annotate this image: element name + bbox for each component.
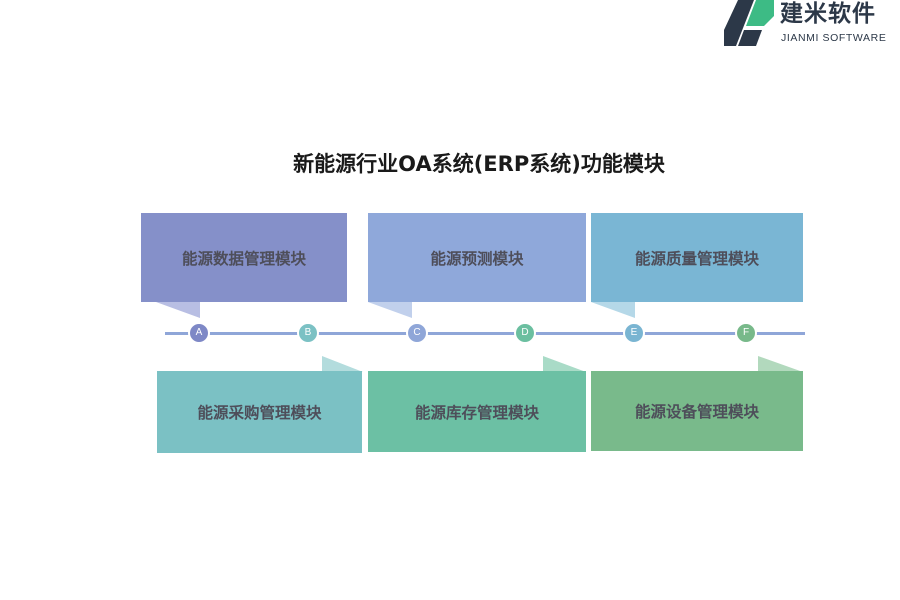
module-label-c: 能源预测模块: [430, 249, 524, 268]
module-label-b: 能源采购管理模块: [197, 404, 322, 422]
module-box-c: 能源预测模块: [368, 213, 586, 302]
diagram-title: 新能源行业OA系统(ERP系统)功能模块: [293, 152, 665, 176]
timeline-line: [165, 332, 805, 335]
timeline-marker-e: E: [623, 322, 645, 344]
marker-label-e: E: [630, 327, 638, 338]
brand-subtitle: JIANMI SOFTWARE: [781, 32, 887, 44]
jianmi-logo-icon: [724, 0, 774, 46]
marker-label-b: B: [304, 327, 312, 338]
module-label-f: 能源设备管理模块: [634, 403, 759, 421]
marker-label-d: D: [521, 327, 529, 338]
brand-name: 建米软件: [780, 1, 876, 27]
module-tail-d: [543, 356, 586, 372]
module-box-a: 能源数据管理模块: [141, 213, 347, 302]
module-tail-b: [322, 356, 363, 372]
module-box-d: 能源库存管理模块: [368, 371, 586, 452]
module-box-f: 能源设备管理模块: [591, 371, 803, 451]
marker-label-f: F: [742, 327, 750, 338]
module-label-e: 能源质量管理模块: [634, 249, 759, 268]
timeline-marker-d: D: [514, 322, 536, 344]
module-tail-f: [758, 356, 803, 372]
module-label-d: 能源库存管理模块: [414, 403, 539, 422]
module-box-e: 能源质量管理模块: [591, 213, 803, 302]
timeline-marker-a: A: [188, 322, 210, 344]
marker-label-a: A: [195, 327, 203, 338]
module-tail-a: [156, 302, 200, 318]
module-box-b: 能源采购管理模块: [157, 371, 362, 453]
timeline-marker-b: B: [297, 322, 319, 344]
brand-logo: 建米软件 JIANMI SOFTWARE: [724, 0, 900, 46]
marker-label-c: C: [413, 327, 421, 338]
module-label-a: 能源数据管理模块: [181, 249, 306, 268]
module-tail-c: [368, 302, 412, 318]
module-tail-e: [591, 302, 635, 318]
timeline-marker-c: C: [406, 322, 428, 344]
timeline-marker-f: F: [735, 322, 757, 344]
